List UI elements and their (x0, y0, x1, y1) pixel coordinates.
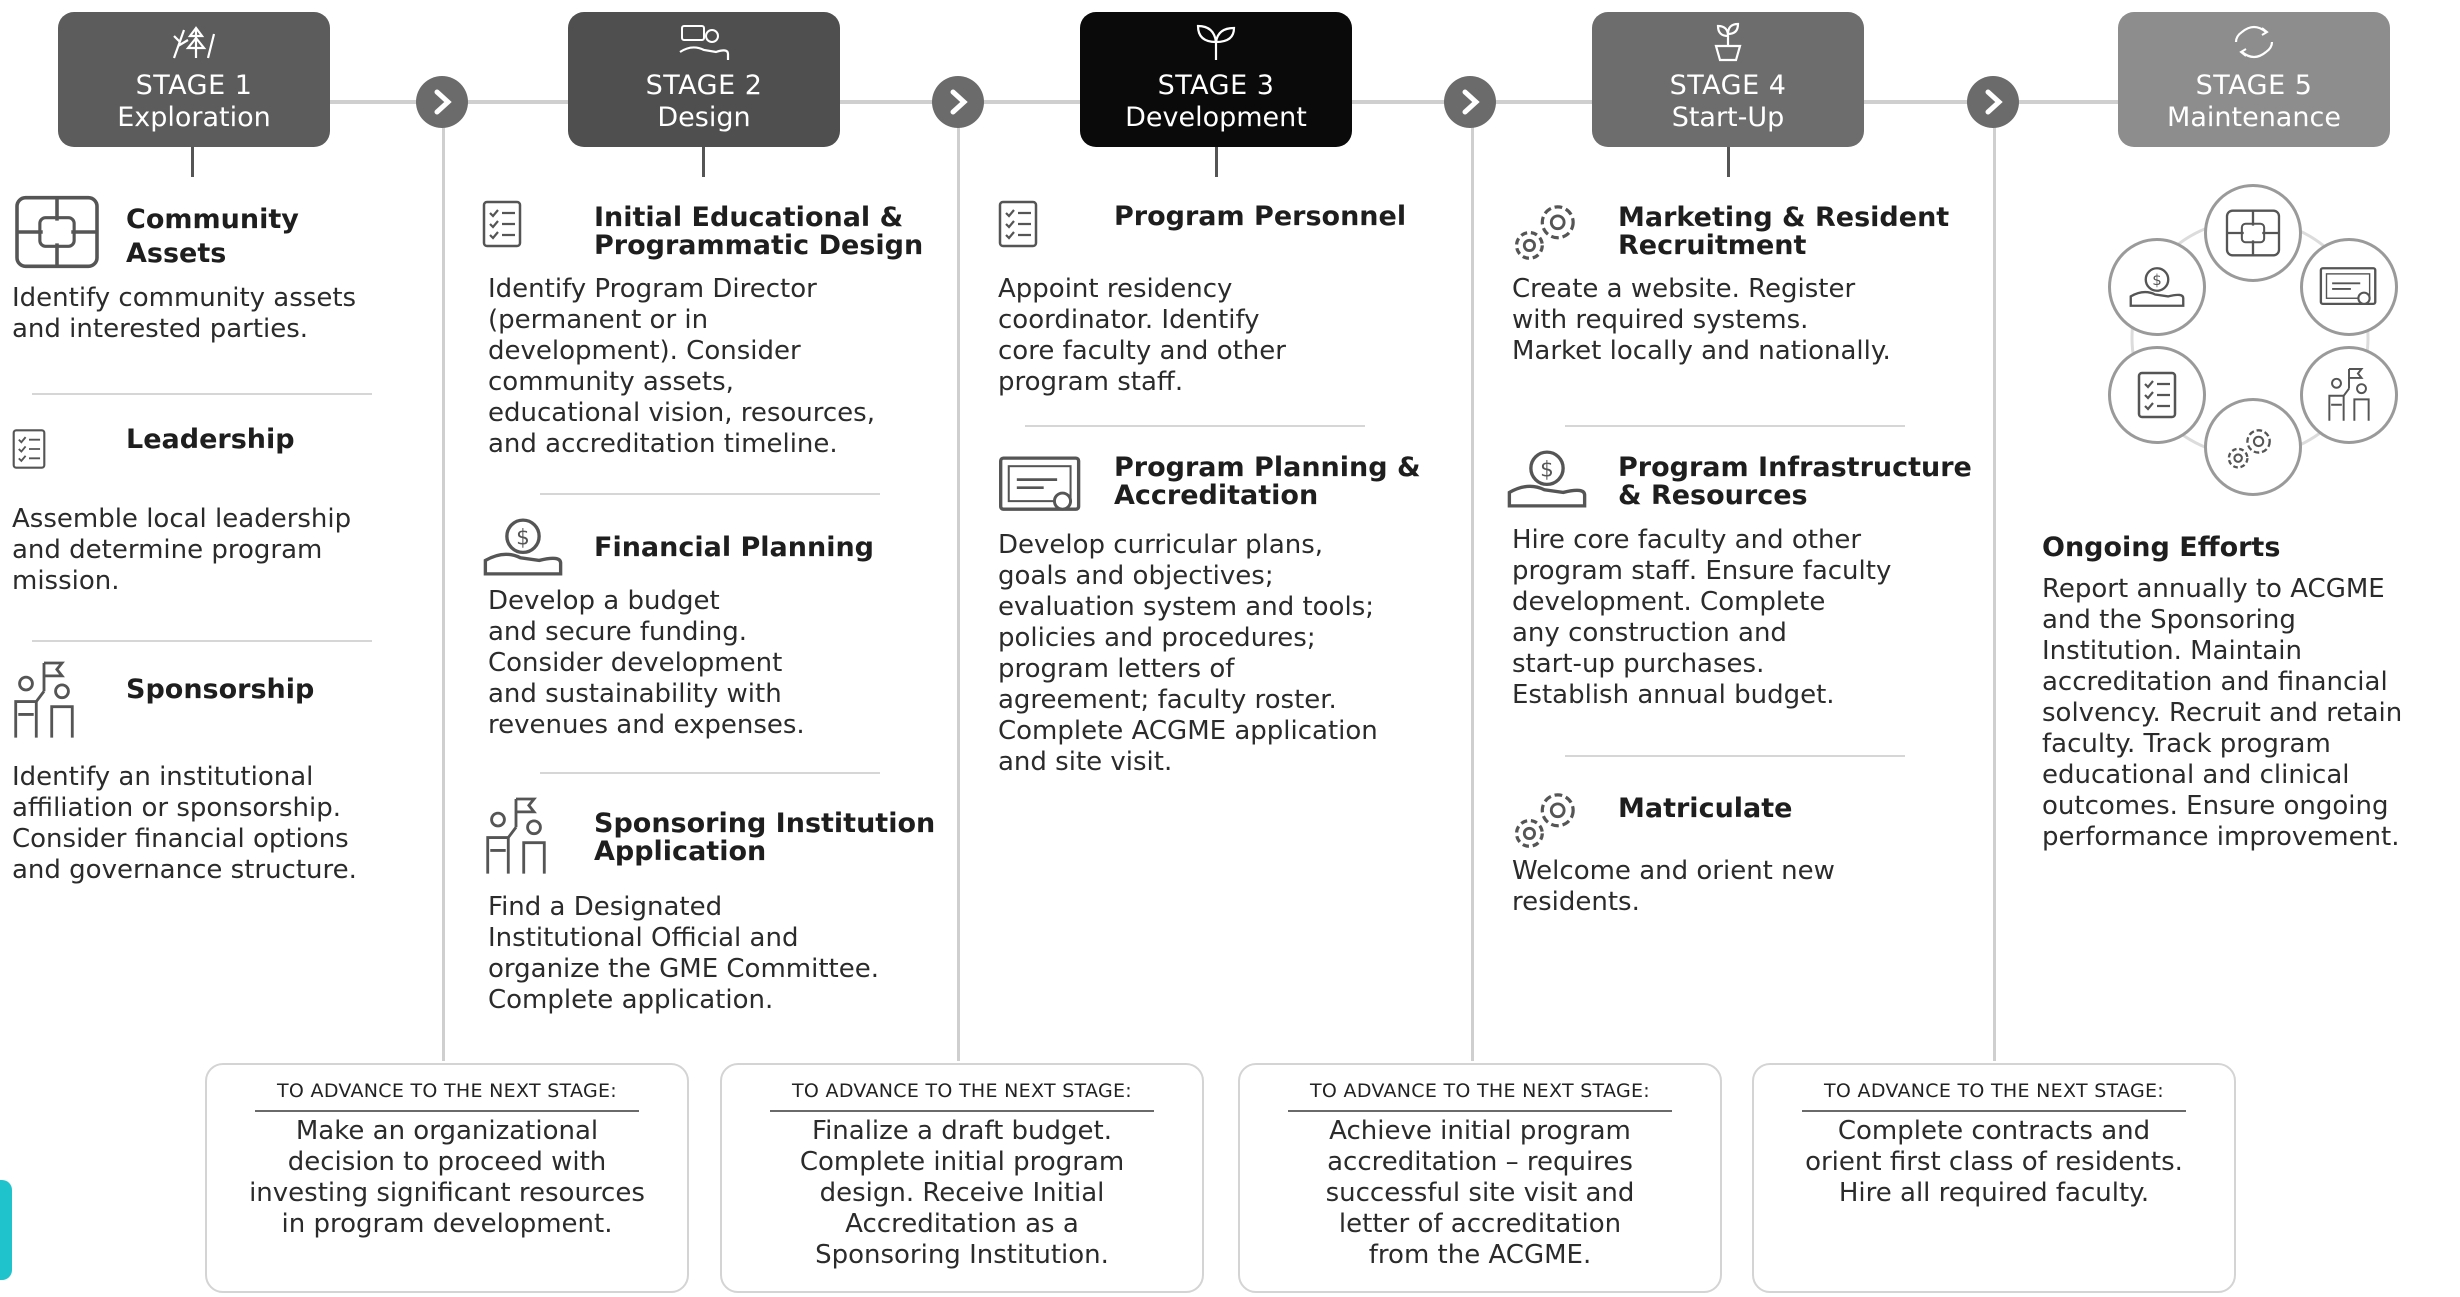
flag-people-icon (480, 790, 552, 880)
advance-rule (1802, 1110, 2186, 1112)
advance-rule (1288, 1110, 1672, 1112)
section-body: Develop curricular plans, goals and obje… (998, 530, 1378, 777)
next-stage-arrow-icon (932, 76, 984, 128)
section-title: Program Infrastructure & Resources (1618, 452, 1972, 511)
money-hand-icon (1504, 446, 1590, 512)
flag-people-icon (8, 654, 80, 744)
stage-1-box: STAGE 1 Exploration (58, 12, 330, 147)
divider (32, 393, 372, 395)
section-title: Matriculate (1618, 793, 1793, 824)
section-body: Appoint residency coordinator. Identify … (998, 274, 1286, 397)
gears-icon (2204, 398, 2302, 496)
advance-text: Make an organizational decision to proce… (249, 1116, 645, 1239)
stage-name: Exploration (117, 102, 271, 133)
cycle-arrows-icon (2234, 25, 2274, 59)
stage-name: Start-Up (1671, 102, 1785, 133)
certificate-icon (2300, 238, 2398, 336)
gears-icon (1508, 194, 1592, 266)
advance-box-4: TO ADVANCE TO THE NEXT STAGE: Complete c… (1752, 1063, 2236, 1293)
stage-stem (1215, 147, 1218, 177)
checklist-icon (998, 190, 1038, 258)
advance-text: Finalize a draft budget. Complete initia… (799, 1116, 1125, 1270)
stage-stem (191, 147, 194, 177)
section-title: Community Assets (126, 204, 299, 269)
stage-label: STAGE 1 (135, 70, 253, 101)
column-divider (957, 104, 960, 1061)
section-body: Create a website. Register with required… (1512, 274, 1891, 366)
stage-name: Design (657, 102, 751, 133)
section-body: Identify Program Director (permanent or … (488, 274, 875, 459)
money-hand-icon (480, 514, 566, 580)
column-divider (442, 104, 445, 1061)
divider (540, 772, 880, 774)
next-stage-arrow-icon (1967, 76, 2019, 128)
divider (1565, 425, 1905, 427)
column-divider (1993, 104, 1996, 1061)
stage-name: Maintenance (2167, 102, 2341, 133)
gears-icon (1508, 782, 1592, 854)
advance-text: Achieve initial program accreditation – … (1325, 1116, 1635, 1270)
next-stage-arrow-icon (1444, 76, 1496, 128)
section-title: Leadership (126, 424, 295, 455)
section-body: Develop a budget and secure funding. Con… (488, 586, 805, 740)
section-title: Marketing & Resident Recruitment (1618, 202, 1950, 261)
stage-2-box: STAGE 2 Design (568, 12, 840, 147)
stage-name: Development (1125, 102, 1307, 133)
section-body: Identify an institutional affiliation or… (12, 762, 357, 885)
advance-box-1: TO ADVANCE TO THE NEXT STAGE: Make an or… (205, 1063, 689, 1293)
divider (1025, 425, 1365, 427)
checklist-icon (12, 418, 46, 480)
checklist-icon (2108, 346, 2206, 444)
section-body: Find a Designated Institutional Official… (488, 892, 879, 1015)
certificate-icon (998, 452, 1084, 518)
hands-exchange-icon (679, 25, 730, 60)
section-title: Sponsorship (126, 674, 315, 705)
section-title: Ongoing Efforts (2042, 532, 2281, 563)
advance-label: TO ADVANCE TO THE NEXT STAGE: (792, 1080, 1132, 1102)
money-hand-icon (2108, 238, 2206, 336)
column-divider (1471, 104, 1474, 1061)
community-hands-icon (2204, 184, 2302, 282)
section-title: Program Planning & Accreditation (1114, 452, 1421, 511)
section-title: Financial Planning (594, 532, 875, 563)
stage-4-box: STAGE 4 Start-Up (1592, 12, 1864, 147)
stage-label: STAGE 3 (1157, 70, 1275, 101)
advance-label: TO ADVANCE TO THE NEXT STAGE: (1310, 1080, 1650, 1102)
potted-plant-icon (1714, 22, 1742, 62)
stage-5-box: STAGE 5 Maintenance (2118, 12, 2390, 147)
stage-stem (1727, 147, 1730, 177)
section-body: Report annually to ACGME and the Sponsor… (2042, 574, 2403, 852)
section-body: Welcome and orient new residents. (1512, 856, 1835, 917)
sprout-icon (1196, 24, 1236, 60)
section-title: Program Personnel (1114, 201, 1407, 232)
advance-text: Complete contracts and orient first clas… (1805, 1116, 2183, 1208)
next-stage-arrow-icon (416, 76, 468, 128)
stage-stem (702, 147, 705, 177)
section-body: Hire core faculty and other program staf… (1512, 525, 1892, 710)
divider (32, 640, 372, 642)
stage-label: STAGE 5 (2195, 70, 2313, 101)
advance-box-2: TO ADVANCE TO THE NEXT STAGE: Finalize a… (720, 1063, 1204, 1293)
checklist-icon (482, 190, 522, 258)
divider (540, 493, 880, 495)
advance-label: TO ADVANCE TO THE NEXT STAGE: (277, 1080, 617, 1102)
advance-box-3: TO ADVANCE TO THE NEXT STAGE: Achieve in… (1238, 1063, 1722, 1293)
advance-label: TO ADVANCE TO THE NEXT STAGE: (1824, 1080, 2164, 1102)
accent-mark (0, 1180, 12, 1280)
divider (1565, 755, 1905, 757)
stage-3-box: STAGE 3 Development (1080, 12, 1352, 147)
community-hands-icon (10, 192, 104, 272)
stage-label: STAGE 4 (1669, 70, 1787, 101)
section-body: Identify community assets and interested… (12, 283, 357, 344)
section-title: Sponsoring Institution Application (594, 808, 936, 867)
section-body: Assemble local leadership and determine … (12, 504, 352, 596)
tree-icon (172, 26, 216, 59)
advance-rule (770, 1110, 1154, 1112)
maintenance-cycle (2080, 178, 2420, 498)
flag-people-icon (2300, 346, 2398, 444)
stage-label: STAGE 2 (645, 70, 763, 101)
section-title: Initial Educational & Programmatic Desig… (594, 202, 924, 261)
advance-rule (255, 1110, 639, 1112)
